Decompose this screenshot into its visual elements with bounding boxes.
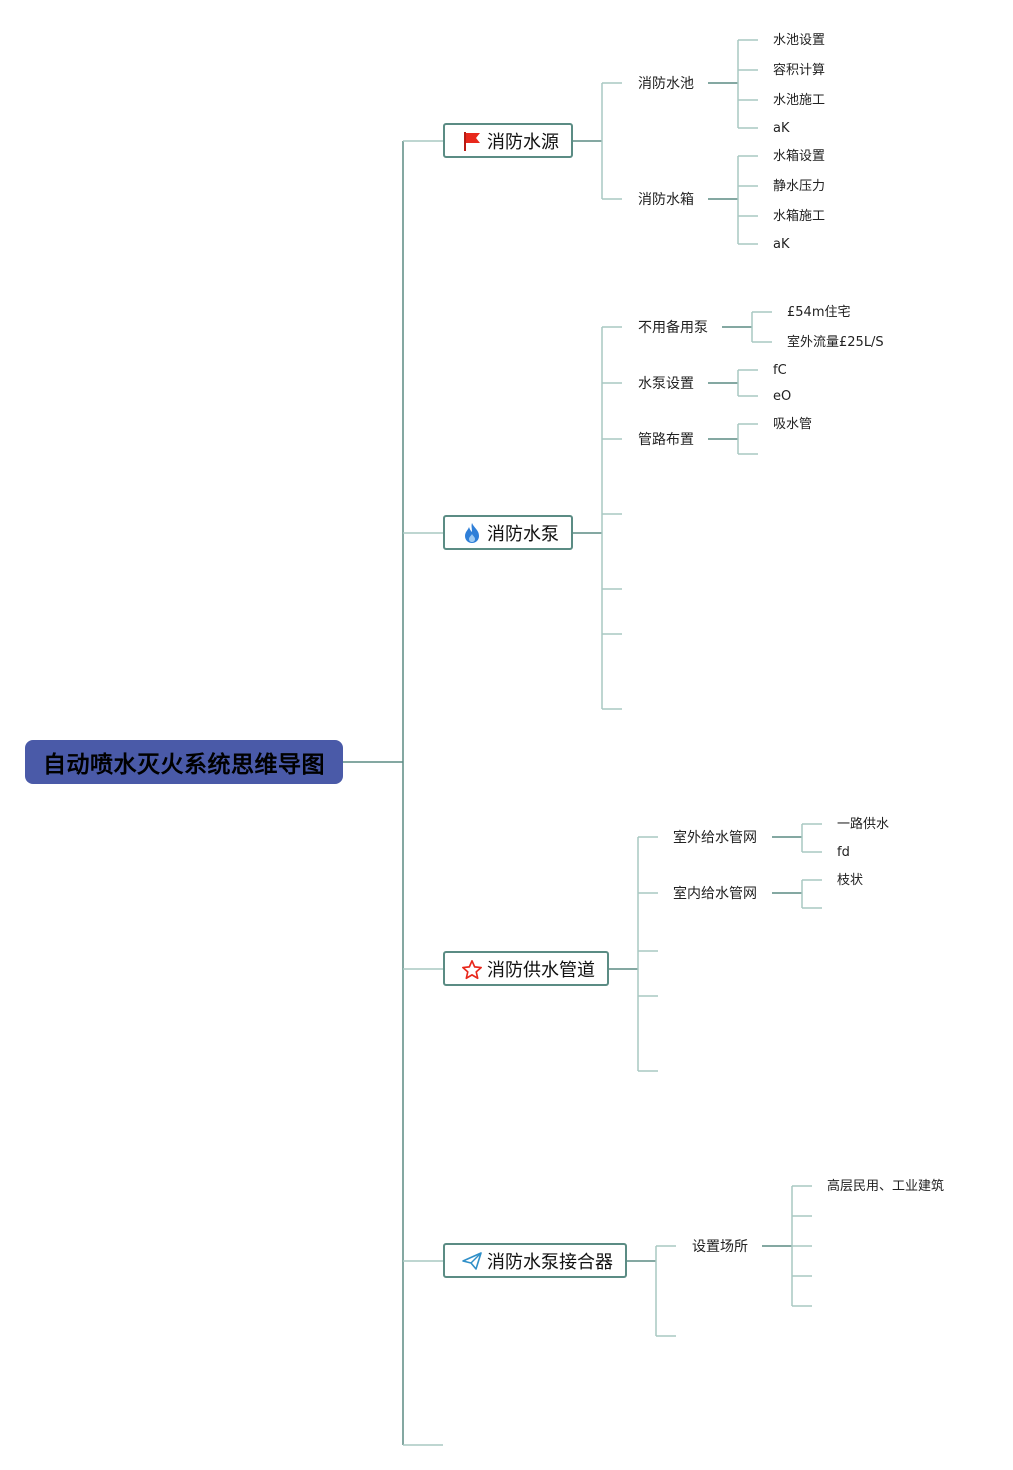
subtopic-no-standby-pump[interactable]: 不用备用泵 [638, 320, 708, 336]
branch-node-fire-pump[interactable]: 消防水泵 [443, 515, 573, 550]
branch-label: 消防水泵 [487, 523, 559, 545]
leaf-item[interactable]: aK [773, 121, 790, 136]
branch-label: 消防水泵接合器 [487, 1251, 613, 1273]
paper-plane-icon [461, 1250, 483, 1272]
branch-node-water-supply-pipe[interactable]: 消防供水管道 [443, 951, 609, 986]
b1a-spine [737, 39, 758, 129]
b2-stubs [602, 326, 622, 710]
subtopic-fire-pool[interactable]: 消防水池 [638, 76, 694, 92]
leaf-item[interactable]: fd [837, 845, 850, 860]
subtopic-outdoor-network[interactable]: 室外给水管网 [673, 830, 757, 846]
subtopic-pipe-layout[interactable]: 管路布置 [638, 432, 694, 448]
b2b-spine [737, 369, 758, 397]
b3b-spine [801, 879, 822, 909]
leaf-item[interactable]: 吸水管 [773, 417, 813, 432]
b2c-spine [737, 423, 758, 455]
root-node[interactable]: 自动喷水灭火系统思维导图 [25, 740, 343, 784]
subtopic-fire-tank[interactable]: 消防水箱 [638, 192, 694, 208]
leaf-item[interactable]: eO [773, 389, 792, 404]
b4-spine [655, 1245, 676, 1337]
subtopic-pump-setup[interactable]: 水泵设置 [638, 376, 694, 392]
b3a-spine [801, 823, 822, 853]
subtopic-indoor-network[interactable]: 室内给水管网 [673, 886, 757, 902]
leaf-item[interactable]: 室外流量£25L/S [787, 335, 884, 350]
b3-stubs [638, 836, 658, 1072]
leaf-item[interactable]: 水箱设置 [773, 149, 826, 164]
flame-icon [461, 522, 483, 544]
branch-label: 消防水源 [487, 131, 559, 153]
flag-icon [461, 130, 483, 152]
leaf-item[interactable]: 水箱施工 [773, 209, 826, 224]
root-label: 自动喷水灭火系统思维导图 [43, 752, 325, 778]
branch-label: 消防供水管道 [487, 959, 595, 981]
leaf-item[interactable]: £54m住宅 [787, 305, 851, 320]
b2a-spine [751, 311, 772, 343]
b1b-spine [737, 155, 758, 245]
branch-node-pump-adapter[interactable]: 消防水泵接合器 [443, 1243, 627, 1278]
branch-node-water-source[interactable]: 消防水源 [443, 123, 573, 158]
leaf-item[interactable]: 水池施工 [773, 93, 826, 108]
star-icon [461, 958, 483, 980]
leaf-item[interactable]: 容积计算 [773, 63, 826, 78]
leaf-item[interactable]: aK [773, 237, 790, 252]
leaf-item[interactable]: fC [773, 363, 787, 378]
leaf-item[interactable]: 高层民用、工业建筑 [827, 1179, 945, 1194]
leaf-item[interactable]: 水池设置 [773, 33, 826, 48]
leaf-item[interactable]: 枝状 [837, 873, 864, 888]
b1-stub-a [602, 82, 622, 200]
b4a-spine [791, 1185, 812, 1307]
leaf-item[interactable]: 一路供水 [837, 817, 890, 832]
subtopic-install-location[interactable]: 设置场所 [692, 1239, 748, 1255]
leaf-item[interactable]: 静水压力 [773, 179, 826, 194]
